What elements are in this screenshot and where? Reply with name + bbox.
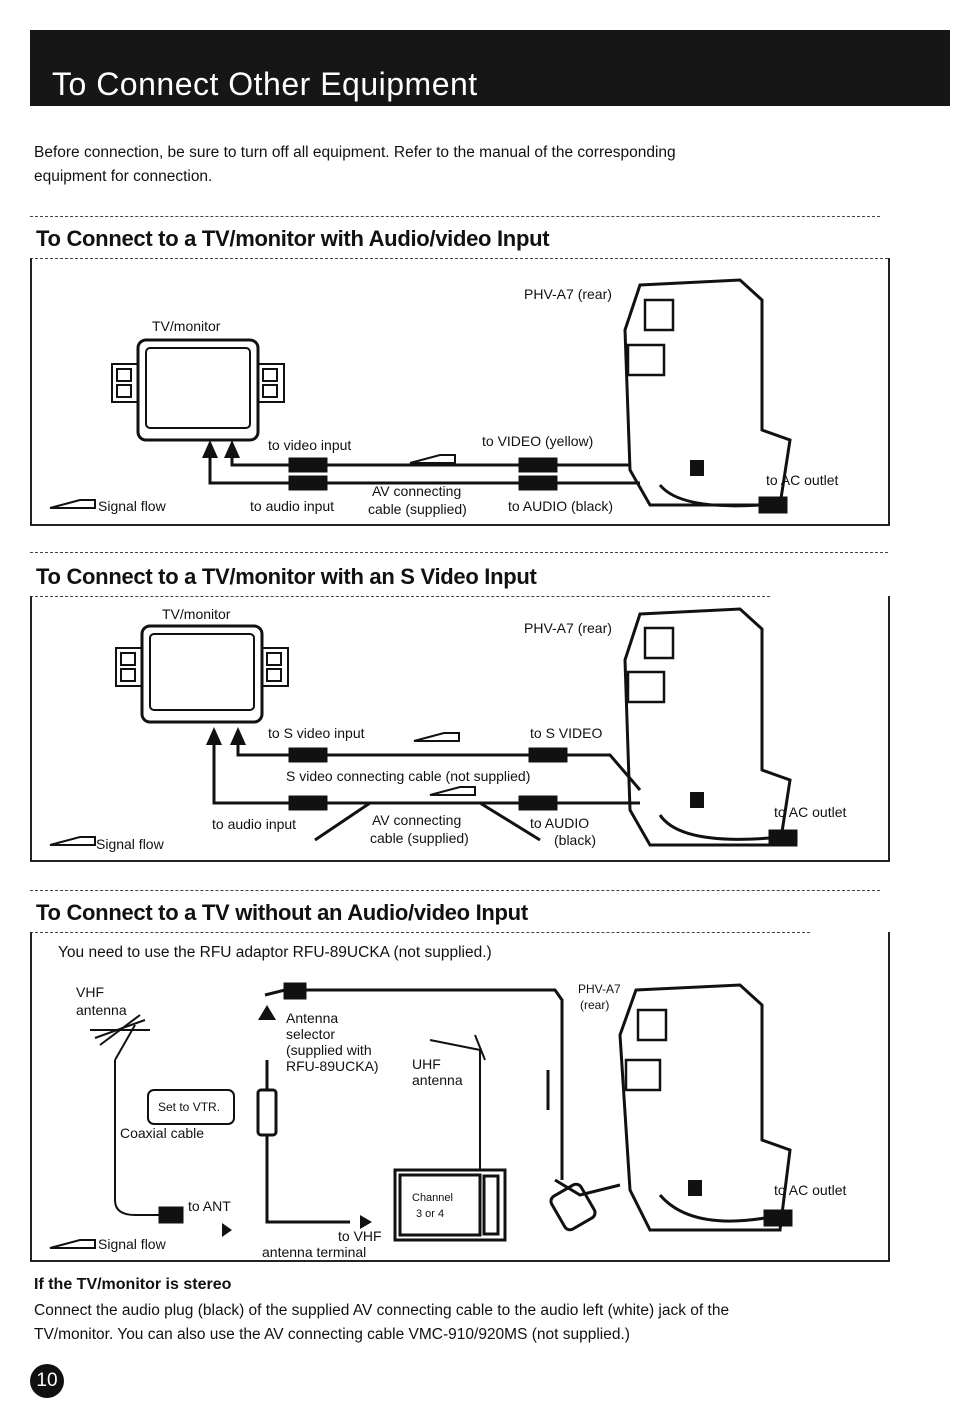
s3-channel-line2: 3 or 4	[416, 1208, 445, 1220]
section1-title-rule	[30, 258, 888, 259]
s2-signal-flow: Signal flow	[96, 836, 164, 852]
down-arrow-icon	[258, 1005, 276, 1020]
s2-tv-label: TV/monitor	[162, 606, 231, 622]
stereo-line-1: Connect the audio plug (black) of the su…	[34, 1302, 730, 1319]
s3-selector-line3: (supplied with	[286, 1042, 372, 1058]
section2-title: To Connect to a TV/monitor with an S Vid…	[36, 564, 537, 589]
s2-cable-line1: AV connecting	[372, 812, 462, 828]
vhf-antenna-icon	[90, 1014, 160, 1216]
title-bar	[30, 30, 950, 106]
s2-s-cable: S video connecting cable (not supplied)	[286, 768, 531, 784]
s3-channel-line1: Channel	[412, 1192, 453, 1204]
tv-monitor-icon	[115, 624, 289, 724]
up-arrow-icon	[202, 440, 240, 458]
s1-audio-input: to audio input	[250, 498, 335, 514]
s2-audio-out-line2: (black)	[554, 832, 597, 848]
s2-audio-input: to audio input	[212, 816, 297, 832]
s3-to-vhf-line1: to VHF	[338, 1228, 382, 1244]
section2-top-rule	[30, 552, 888, 553]
tv-monitor-icon	[111, 338, 285, 442]
s2-device-label: PHV-A7 (rear)	[524, 620, 612, 636]
s1-audio-out: to AUDIO (black)	[508, 498, 614, 514]
s1-cable-line2: cable (supplied)	[368, 501, 467, 517]
s1-video-out: to VIDEO (yellow)	[482, 433, 594, 449]
rfu-adaptor-icon	[546, 1070, 793, 1232]
section2-box	[30, 596, 890, 862]
stereo-title: If the TV/monitor is stereo	[34, 1276, 232, 1293]
s3-set-vtr: Set to VTR.	[158, 1100, 221, 1114]
s1-device-label: PHV-A7 (rear)	[524, 286, 612, 302]
s3-uhf-line1: UHF	[412, 1056, 441, 1072]
intro-line-2: equipment for connection.	[34, 168, 213, 185]
s2-s-video-out: to S VIDEO	[530, 725, 603, 741]
phv-a7-device-icon	[623, 278, 792, 507]
section3-box	[30, 932, 890, 1262]
stereo-line-2: TV/monitor. You can also use the AV conn…	[34, 1326, 630, 1343]
up-arrow-icon	[206, 727, 246, 745]
s1-signal-flow: Signal flow	[98, 498, 166, 514]
s3-signal-flow: Signal flow	[98, 1236, 166, 1252]
s3-uhf-line2: antenna	[412, 1072, 463, 1088]
signal-flow-icon	[49, 732, 476, 846]
phv-a7-device-icon	[618, 983, 792, 1232]
section2-title-rule	[30, 596, 770, 597]
s3-vhf-line2: antenna	[76, 1002, 127, 1018]
s1-tv-label: TV/monitor	[152, 318, 221, 334]
av-cable-icon	[212, 745, 798, 847]
s3-to-ant: to ANT	[188, 1198, 231, 1214]
s3-to-vhf-line2: antenna terminal	[262, 1244, 367, 1260]
s2-cable-line2: cable (supplied)	[370, 830, 469, 846]
s-video-cable-icon	[236, 745, 642, 791]
section3-title-rule	[30, 932, 810, 933]
intro-line-1: Before connection, be sure to turn off a…	[34, 144, 676, 161]
right-arrow-icon	[222, 1215, 372, 1237]
s3-device-line2: (rear)	[580, 998, 610, 1012]
set-to-vtr-box	[147, 1089, 235, 1125]
s3-coaxial: Coaxial cable	[120, 1125, 205, 1141]
section3-title: To Connect to a TV without an Audio/vide…	[36, 900, 528, 925]
tv-set-icon	[393, 1168, 507, 1242]
section1-title: To Connect to a TV/monitor with Audio/vi…	[36, 226, 550, 251]
s1-video-input: to video input	[268, 437, 352, 453]
s3-ac-outlet: to AC outlet	[774, 1182, 847, 1198]
s3-selector-line2: selector	[286, 1026, 336, 1042]
section1-box	[30, 258, 890, 526]
s2-ac-outlet: to AC outlet	[774, 804, 847, 820]
av-cable-icon	[208, 457, 788, 514]
s3-selector-line4: RFU-89UCKA)	[286, 1058, 379, 1074]
uhf-antenna-icon	[429, 1034, 486, 1170]
phv-a7-device-icon	[623, 607, 792, 847]
s2-audio-out-line1: to AUDIO	[530, 815, 590, 831]
antenna-selector-icon	[158, 982, 564, 1224]
s2-s-video-input: to S video input	[268, 725, 365, 741]
s3-device-line1: PHV-A7	[578, 982, 621, 996]
signal-flow-icon	[49, 454, 456, 509]
page-number: 10	[30, 1364, 64, 1398]
section1-top-rule	[30, 216, 880, 217]
s1-cable-line1: AV connecting	[372, 483, 462, 499]
s3-selector-line1: Antenna	[286, 1010, 339, 1026]
s1-ac-outlet: to AC outlet	[766, 472, 839, 488]
page-title: To Connect Other Equipment	[52, 66, 478, 102]
signal-flow-icon	[49, 1239, 96, 1249]
section3-top-rule	[30, 890, 880, 891]
s3-note: You need to use the RFU adaptor RFU-89UC…	[58, 944, 492, 961]
s3-vhf-line1: VHF	[76, 984, 104, 1000]
